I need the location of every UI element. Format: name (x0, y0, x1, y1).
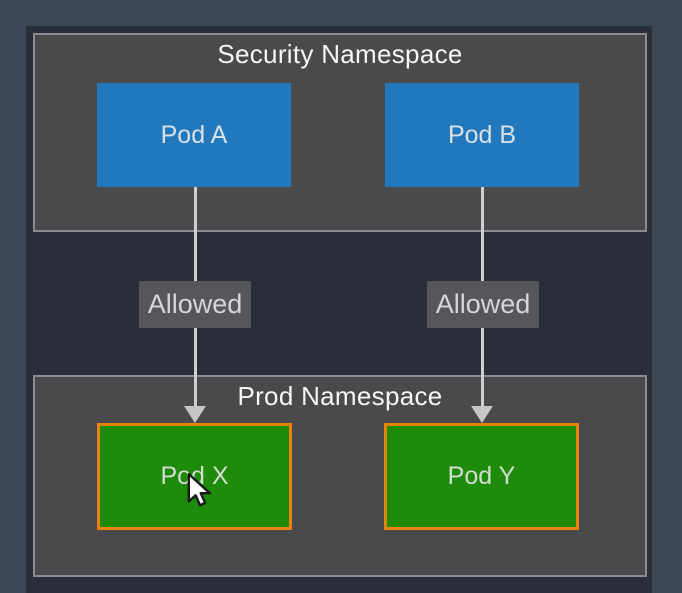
arrowhead-pod-x-icon (184, 406, 206, 423)
pod-x-node: Pod X (97, 423, 292, 530)
pod-y-node: Pod Y (384, 423, 579, 530)
prod-namespace-title: Prod Namespace (237, 381, 443, 411)
allowed-badge-left-label: Allowed (147, 289, 243, 319)
arrowhead-pod-y-icon (471, 406, 493, 423)
pod-b-node: Pod B (385, 83, 579, 187)
security-namespace-title: Security Namespace (217, 39, 463, 69)
allowed-badge-right: Allowed (427, 281, 539, 328)
pod-x-label: Pod X (160, 462, 229, 490)
allowed-badge-right-label: Allowed (435, 289, 531, 319)
pod-y-label: Pod Y (447, 462, 516, 490)
pod-a-label: Pod A (160, 120, 228, 149)
pod-a-node: Pod A (97, 83, 291, 187)
allowed-badge-left: Allowed (139, 281, 251, 328)
pod-b-label: Pod B (447, 120, 517, 149)
